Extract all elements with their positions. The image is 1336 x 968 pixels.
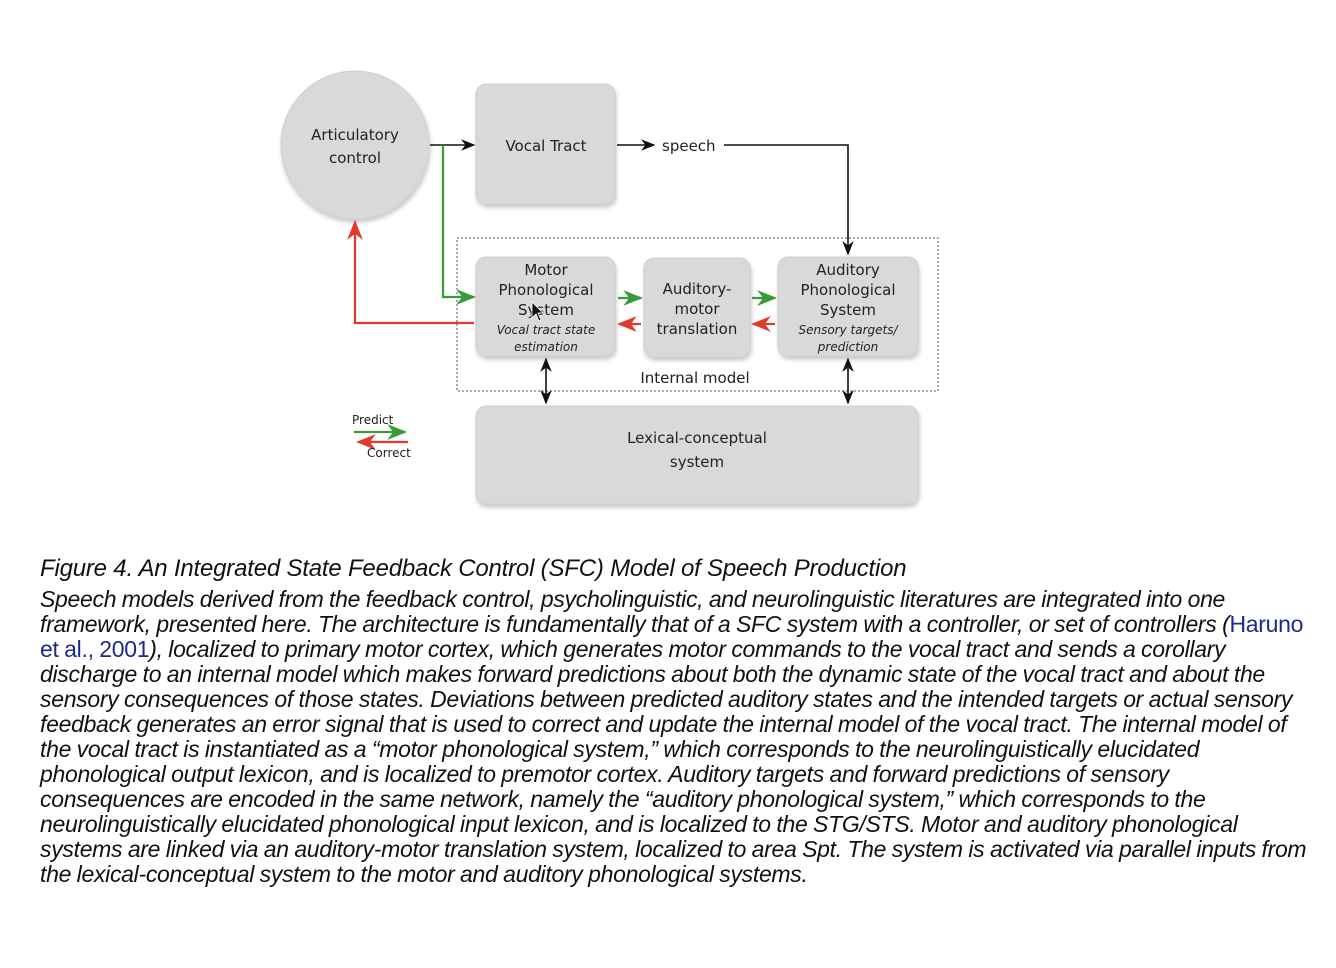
caption-body-part2: ), localized to primary motor cortex, wh… [40, 636, 1307, 887]
internal-model-label: Internal model [640, 369, 749, 387]
motor-phon-line3: System [518, 301, 574, 319]
lexical-line2: system [670, 453, 724, 471]
articulatory-label-line2: control [329, 149, 381, 167]
citation-link[interactable]: Haruno et al., 2001 [40, 611, 1304, 662]
aud-phon-line3: System [820, 301, 876, 319]
motor-phon-sub-line1: Vocal tract state [497, 323, 595, 337]
sfc-model-diagram: Articulatory control Vocal Tract speech … [280, 70, 939, 505]
auditory-phonological-system-node: Auditory Phonological System Sensory tar… [777, 256, 919, 357]
auditory-motor-translation-node: Auditory- motor translation [643, 257, 751, 358]
aud-motor-line3: translation [657, 320, 738, 338]
caption-body-part1: Speech models derived from the feedback … [40, 586, 1230, 637]
vocal-tract-node: Vocal Tract [475, 83, 616, 205]
correct-arrow-motor-phon-to-articulatory [347, 220, 474, 325]
caption-title: Figure 4. An Integrated State Feedback C… [40, 555, 907, 582]
articulatory-control-node: Articulatory control [280, 70, 430, 220]
predict-arrow-articulatory-to-motor-phon [441, 145, 476, 305]
aud-phon-line2: Phonological [800, 281, 895, 299]
aud-motor-line1: Auditory- [663, 280, 732, 298]
arrow-speech-to-auditory-phon [724, 144, 854, 256]
legend: Predict Correct [352, 413, 411, 460]
legend-predict-label: Predict [352, 413, 394, 427]
aud-phon-sub-line2: prediction [817, 340, 878, 354]
figure-caption: Figure 4. An Integrated State Feedback C… [40, 554, 1310, 887]
motor-phon-line2: Phonological [498, 281, 593, 299]
caption-body: Speech models derived from the feedback … [40, 587, 1310, 887]
speech-label: speech [662, 137, 716, 155]
motor-phon-sub-line2: estimation [514, 340, 578, 354]
internal-model-container [456, 237, 939, 392]
lexical-conceptual-system-node: Lexical-conceptual system [475, 405, 919, 505]
motor-phonological-system-node: Motor Phonological System Vocal tract st… [475, 256, 616, 357]
legend-correct-label: Correct [367, 446, 411, 460]
mouse-cursor-icon [531, 301, 544, 322]
articulatory-label-line1: Articulatory [311, 126, 399, 144]
aud-phon-line1: Auditory [816, 261, 880, 279]
vocal-tract-label: Vocal Tract [505, 137, 586, 155]
motor-phon-line1: Motor [524, 261, 568, 279]
aud-phon-sub-line1: Sensory targets/ [798, 323, 899, 337]
aud-motor-line2: motor [674, 300, 720, 318]
lexical-line1: Lexical-conceptual [627, 429, 767, 447]
